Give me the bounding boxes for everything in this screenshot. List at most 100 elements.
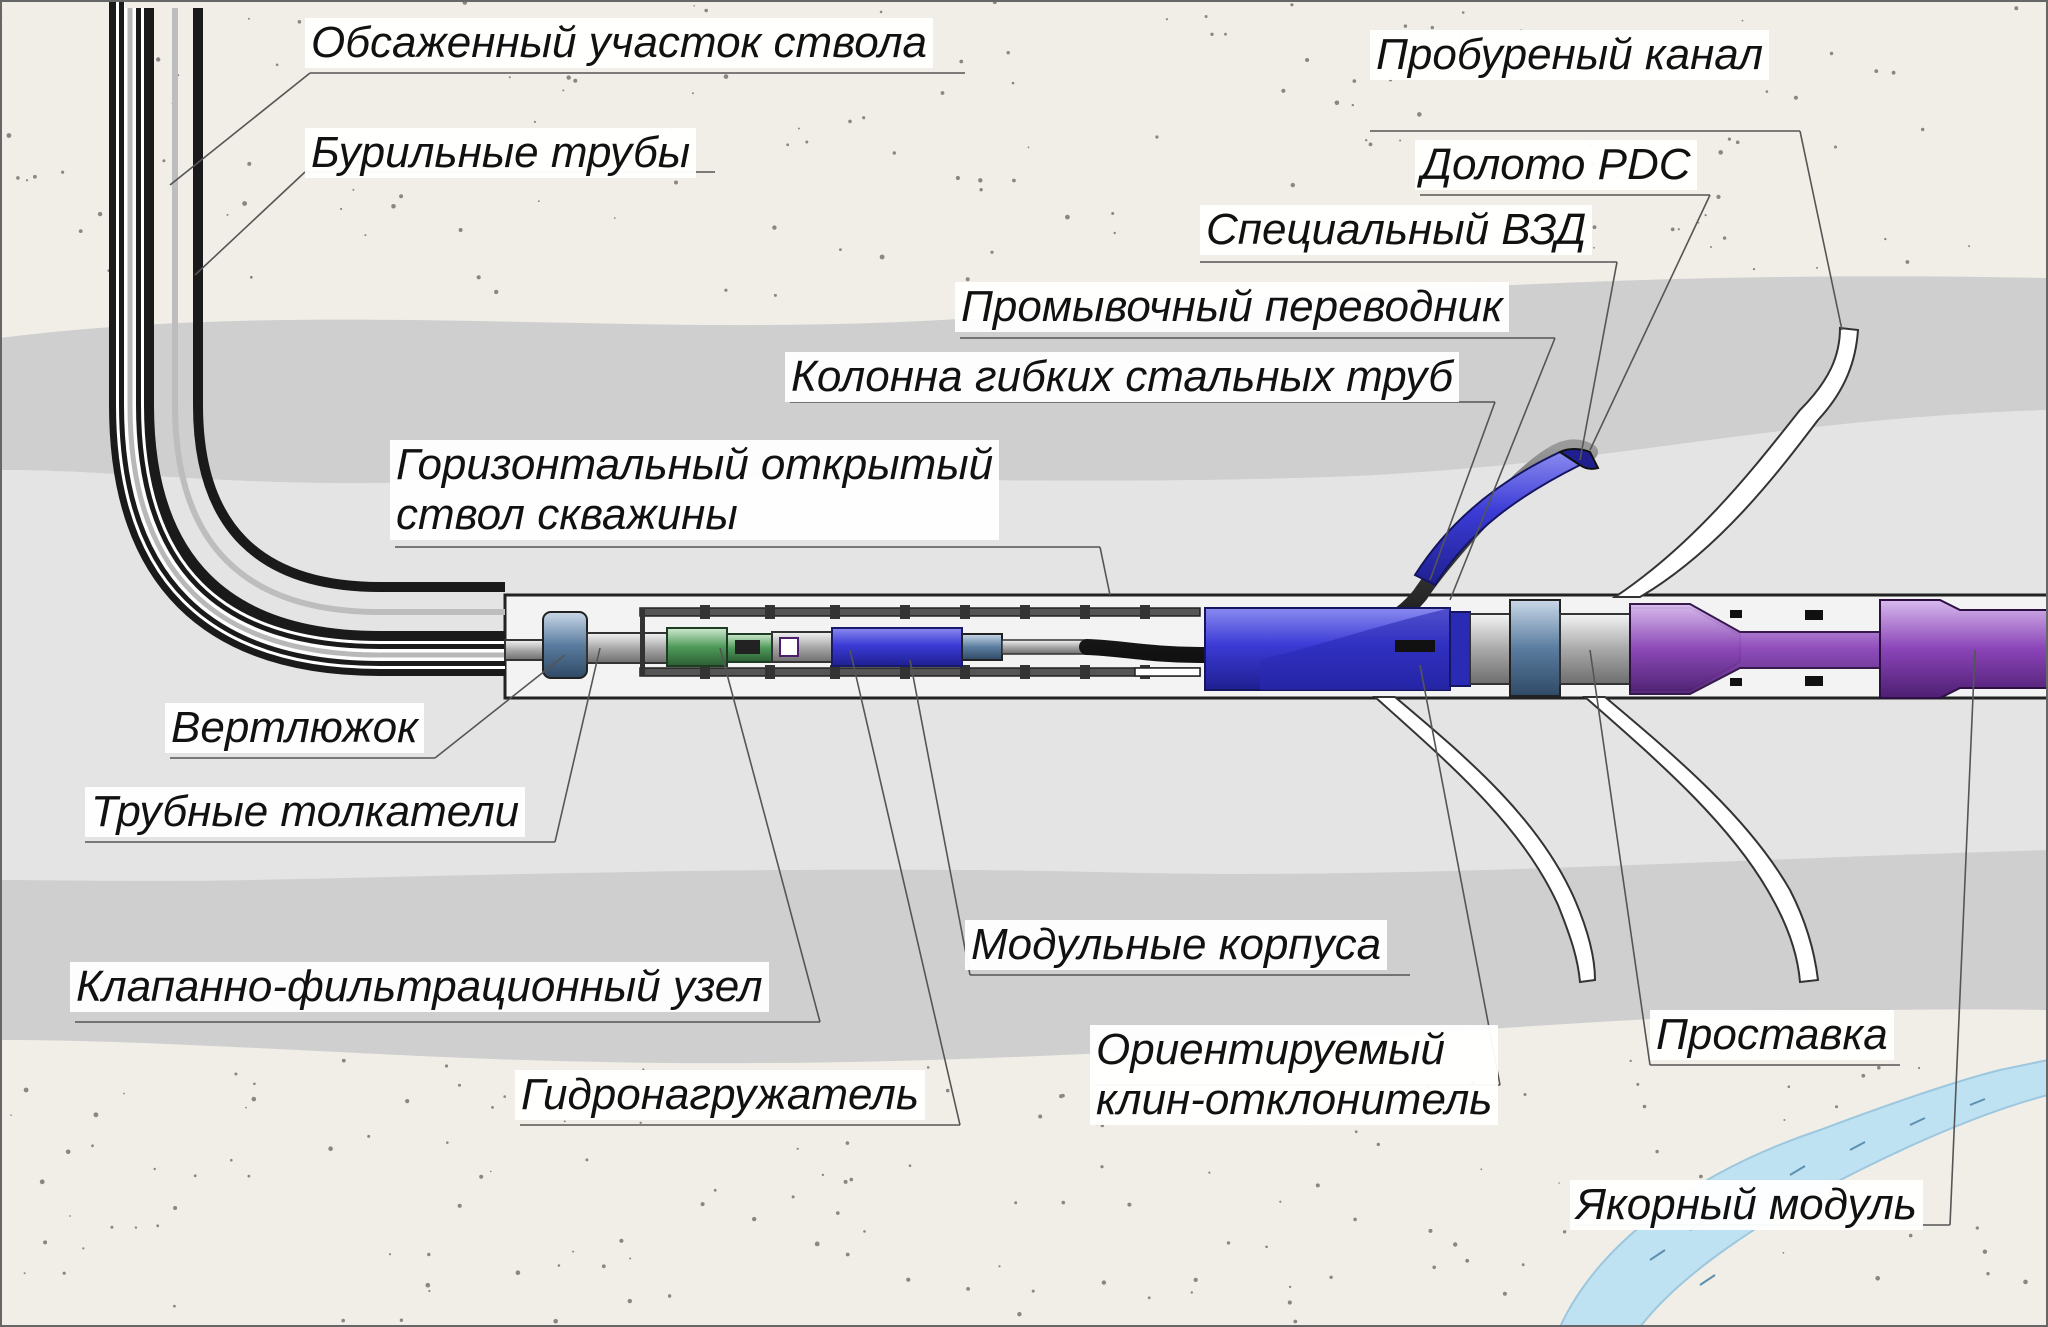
sand-speck xyxy=(1065,214,1070,220)
sand-speck xyxy=(91,1144,94,1148)
sand-speck xyxy=(1461,11,1465,14)
sand-speck xyxy=(1351,103,1355,107)
sand-speck xyxy=(1521,1263,1525,1267)
sand-speck xyxy=(848,119,852,124)
sand-speck xyxy=(1716,194,1721,199)
sand-speck xyxy=(1697,222,1700,224)
sand-speck xyxy=(458,1083,461,1087)
sand-speck xyxy=(667,1294,672,1298)
sand-speck xyxy=(78,229,83,234)
sand-speck xyxy=(553,1318,558,1324)
sand-speck xyxy=(1208,1171,1211,1174)
sand-speck xyxy=(247,17,250,20)
sand-speck xyxy=(557,1264,561,1267)
sand-speck xyxy=(489,1170,492,1173)
sand-speck xyxy=(123,1092,125,1095)
sand-speck xyxy=(1562,1230,1567,1234)
sand-speck xyxy=(364,234,367,237)
sand-speck xyxy=(566,75,571,80)
sand-speck xyxy=(352,188,355,191)
sand-speck xyxy=(723,74,729,79)
sand-speck xyxy=(1376,1142,1381,1147)
sand-speck xyxy=(341,1318,346,1323)
sand-speck xyxy=(458,228,463,232)
inner-rod xyxy=(1001,639,1088,655)
sand-speck xyxy=(1834,145,1837,149)
sand-speck xyxy=(275,63,279,67)
label-valve-filter-unit: Клапанно-фильтрационный узел xyxy=(70,962,769,1012)
sand-speck xyxy=(1710,246,1712,248)
label-drill-pipes: Бурильные трубы xyxy=(305,128,697,178)
anchor-module xyxy=(1629,599,2048,699)
sand-speck xyxy=(1735,140,1740,145)
sand-speck xyxy=(1265,1245,1268,1249)
sand-speck xyxy=(1752,268,1756,271)
sand-speck xyxy=(388,1253,392,1256)
sand-speck xyxy=(1741,19,1744,22)
sand-speck xyxy=(247,161,252,166)
sand-speck xyxy=(1432,1265,1436,1270)
label-modular-housings: Модульные корпуса xyxy=(965,920,1388,970)
sand-speck xyxy=(230,1158,233,1162)
sand-speck xyxy=(773,293,777,297)
label-spacer: Проставка xyxy=(1650,1010,1894,1060)
sand-speck xyxy=(1315,1183,1320,1188)
sand-speck xyxy=(65,1149,71,1155)
sand-speck xyxy=(97,211,103,217)
sand-speck xyxy=(1061,1200,1066,1205)
sand-speck xyxy=(1670,227,1675,232)
sand-speck xyxy=(1006,51,1010,55)
sand-speck xyxy=(836,1211,840,1215)
sand-speck xyxy=(251,1096,257,1102)
sand-speck xyxy=(1699,1174,1703,1179)
sand-speck xyxy=(879,254,885,260)
sand-speck xyxy=(691,92,694,95)
sand-speck xyxy=(704,8,708,13)
sand-speck xyxy=(1480,1168,1483,1171)
sand-speck xyxy=(156,1224,160,1228)
sand-speck xyxy=(226,213,229,216)
sand-speck xyxy=(1986,1272,1990,1276)
sand-speck xyxy=(340,207,343,211)
sand-speck xyxy=(1783,1119,1786,1121)
sand-speck xyxy=(998,1265,1001,1268)
sand-speck xyxy=(796,1147,799,1150)
sand-speck xyxy=(843,1179,848,1184)
sand-speck xyxy=(1353,1217,1357,1222)
sand-speck xyxy=(245,1106,247,1109)
label-anchor-module: Якорный модуль xyxy=(1570,1180,1923,1230)
sand-speck xyxy=(1453,1242,1458,1247)
label-pipe-pushers: Трубные толкатели xyxy=(85,787,526,837)
sand-speck xyxy=(797,127,800,130)
sand-speck xyxy=(613,217,616,219)
label-swivel: Вертлюжок xyxy=(165,703,424,753)
sand-speck xyxy=(2014,6,2019,11)
sand-speck xyxy=(814,1241,820,1247)
sand-speck xyxy=(1224,32,1227,36)
sand-speck xyxy=(1636,1082,1640,1086)
sand-speck xyxy=(955,175,961,181)
sand-speck xyxy=(1290,3,1294,7)
sand-speck xyxy=(234,1072,238,1076)
sand-speck xyxy=(906,1277,911,1282)
pipe-stub xyxy=(504,639,544,661)
sand-speck xyxy=(1921,127,1925,132)
sand-speck xyxy=(39,1179,45,1185)
sand-speck xyxy=(503,1095,507,1098)
sand-speck xyxy=(479,1174,484,1179)
sand-speck xyxy=(585,1158,589,1162)
sand-speck xyxy=(1765,90,1769,93)
label-oriented-whipstock: Ориентируемый клин-отклонитель xyxy=(1090,1025,1499,1125)
sand-speck xyxy=(562,89,565,92)
sand-speck xyxy=(1101,1280,1107,1285)
sand-speck xyxy=(1891,70,1896,75)
label-drilled-channel: Пробуреный канал xyxy=(1370,30,1770,80)
sand-speck xyxy=(1908,1233,1913,1238)
sand-speck xyxy=(1226,1241,1231,1245)
label-pdc-bit: Долото PDC xyxy=(1415,140,1697,190)
hydraulic-loader xyxy=(771,627,1003,667)
sand-speck xyxy=(1210,32,1214,36)
sand-speck xyxy=(629,1257,632,1260)
sand-speck xyxy=(1642,1104,1647,1109)
